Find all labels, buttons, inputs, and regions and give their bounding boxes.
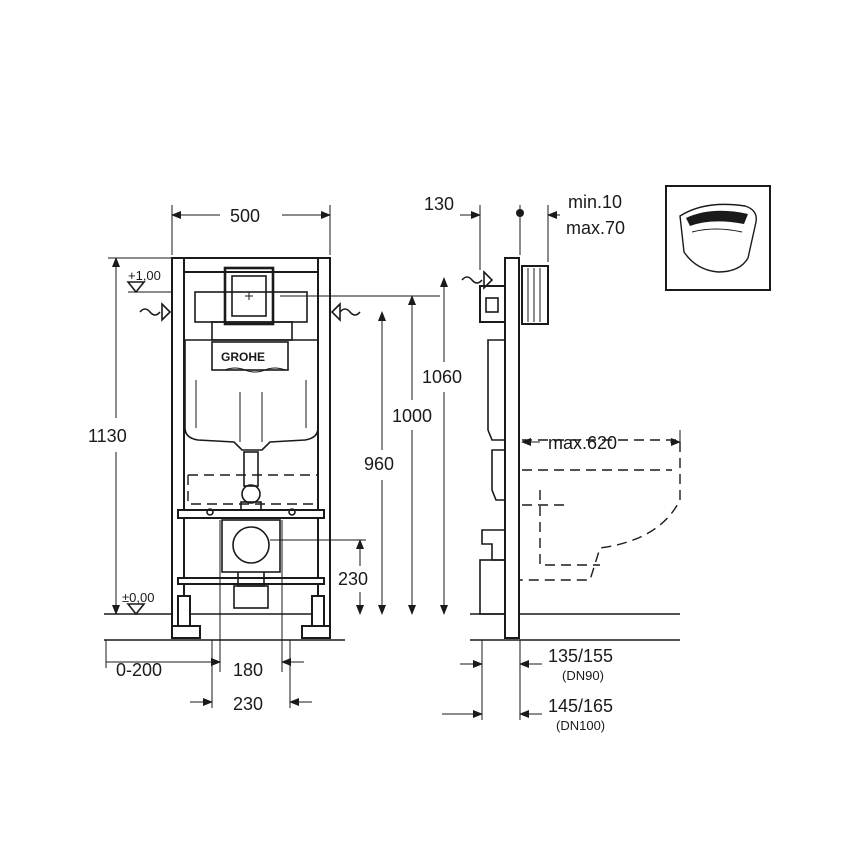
wall-hung-toilet-icon: [665, 185, 771, 291]
flush-pipe: [240, 451, 262, 511]
cistern: GROHE: [184, 266, 319, 451]
dim-offset: 0-200: [116, 660, 162, 680]
dim-dn90-label: (DN90): [562, 668, 604, 683]
dim-height-total: 1130: [88, 426, 127, 446]
dim-bolt-spacing: 180: [233, 660, 263, 680]
dim-depth: 130: [424, 194, 454, 214]
dim-panel-max: max.70: [566, 218, 625, 238]
dim-inlet-height: 960: [364, 454, 394, 474]
dim-frame-height: 1000: [392, 406, 432, 426]
drain-elbow-side: [481, 529, 506, 561]
dim-dn100-values: 145/165: [548, 696, 613, 716]
dim-bowl-max: max.620: [548, 433, 617, 453]
drain-connector: [206, 508, 296, 609]
water-inlet-left: [139, 302, 172, 322]
flush-plate-side: [521, 265, 549, 325]
level-top: +1,00: [128, 268, 161, 283]
front-view: GROHE: [88, 205, 462, 714]
dim-dn100-label: (DN100): [556, 718, 605, 733]
side-view: 130 min.10 max.70 max.620 135/155 (DN90)…: [424, 192, 681, 733]
mounting-frame: [171, 257, 331, 639]
water-inlet-right: [330, 302, 361, 322]
bowl-outline-dashed: [520, 439, 681, 581]
brand-logo-text: GROHE: [221, 350, 265, 364]
dim-outer-spacing: 230: [233, 694, 263, 714]
cistern-side: [487, 339, 506, 441]
side-frame: [504, 257, 520, 639]
dim-side-height: 1060: [422, 367, 462, 387]
dim-drain-height: 230: [338, 569, 368, 589]
dim-panel-min: min.10: [568, 192, 622, 212]
level-zero: ±0,00: [122, 590, 154, 605]
dim-dn90-values: 135/155: [548, 646, 613, 666]
dim-width: 500: [230, 206, 260, 226]
pan-outline-dashed: [187, 474, 319, 505]
